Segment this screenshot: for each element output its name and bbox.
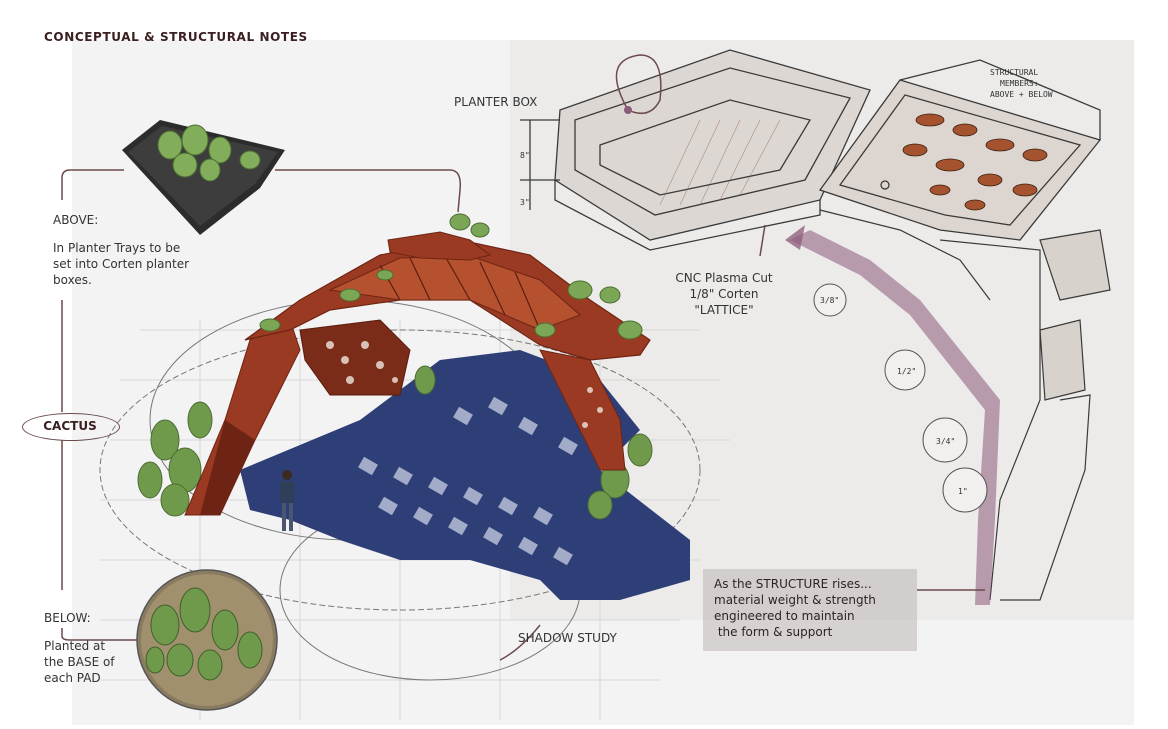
below-text-line-2: the BASE of [44,655,115,669]
lattice-cutouts-sketch [902,113,1048,211]
cnc-line-2: 1/8" Corten [689,287,759,301]
leader-lines [61,54,985,661]
lattice-panel-sketch [818,59,1102,241]
corten-pavilion [184,213,651,531]
structure-note-box [703,569,917,651]
structure-line-4: the form & support [714,625,833,639]
below-text-line-3: each PAD [44,671,101,685]
svg-text:1": 1" [958,487,968,496]
structure-arrow [785,225,805,250]
sketch-handwriting: STRUCTURAL MEMBERS: ABOVE + BELOW 8" 3" … [520,68,1053,496]
structure-wedge [790,230,1000,605]
page-title: CONCEPTUAL & STRUCTURAL NOTES [44,30,308,44]
shadow-study-label: SHADOW STUDY [518,631,617,645]
structure-line-1: As the STRUCTURE rises... [714,577,872,591]
svg-text:1/2": 1/2" [897,367,916,376]
above-heading: ABOVE: [53,213,99,227]
structure-line-3: engineered to maintain [714,609,855,623]
structure-line-2: material weight & strength [714,593,876,607]
size-circles [813,283,988,513]
cactus-label: CACTUS [43,419,97,433]
svg-text:8": 8" [520,151,530,160]
lattice-holes [326,341,603,428]
cnc-line-3: "LATTICE" [694,303,754,317]
above-text-line-2: set into Corten planter [53,257,190,271]
above-note: ABOVE: In Planter Trays to be set into C… [53,212,189,288]
right-leg [539,349,626,471]
above-text-line-1: In Planter Trays to be [53,241,181,255]
svg-text:3/4": 3/4" [936,437,955,446]
below-heading: BELOW: [44,611,91,625]
structure-sketch [819,209,1111,601]
above-text-line-3: boxes. [53,273,92,287]
planter-box-shading [659,119,781,206]
svg-text:STRUCTURAL: STRUCTURAL [990,68,1038,77]
below-text-line-1: Planted at [44,639,106,653]
planter-box-marker [624,106,632,114]
base-cactus-left [137,401,213,517]
svg-text:3": 3" [520,198,530,207]
cactus-label-outline [22,413,120,441]
shadow-lattice [358,396,578,566]
top-planter [387,231,492,261]
structure-note: As the STRUCTURE rises... material weigh… [714,576,876,640]
lattice-panel-left [299,319,411,396]
planter-box-label: PLANTER BOX [454,95,538,109]
cnc-line-1: CNC Plasma Cut [675,271,773,285]
svg-text:MEMBERS:: MEMBERS: [1000,79,1039,88]
left-leg-side [200,420,255,515]
person-figure [280,470,294,531]
cnc-lattice-label: CNC Plasma Cut 1/8" Corten "LATTICE" [662,270,786,318]
base-cactus-photo [136,569,278,711]
planter-tray-photo [122,120,285,235]
lattice-marker [880,180,890,190]
svg-text:3/8": 3/8" [820,296,839,305]
svg-text:ABOVE + BELOW: ABOVE + BELOW [990,90,1053,99]
top-cactus [259,213,643,340]
below-note: BELOW: Planted at the BASE of each PAD [44,610,115,686]
planter-ribs [379,255,541,331]
base-cactus-right [414,365,653,520]
